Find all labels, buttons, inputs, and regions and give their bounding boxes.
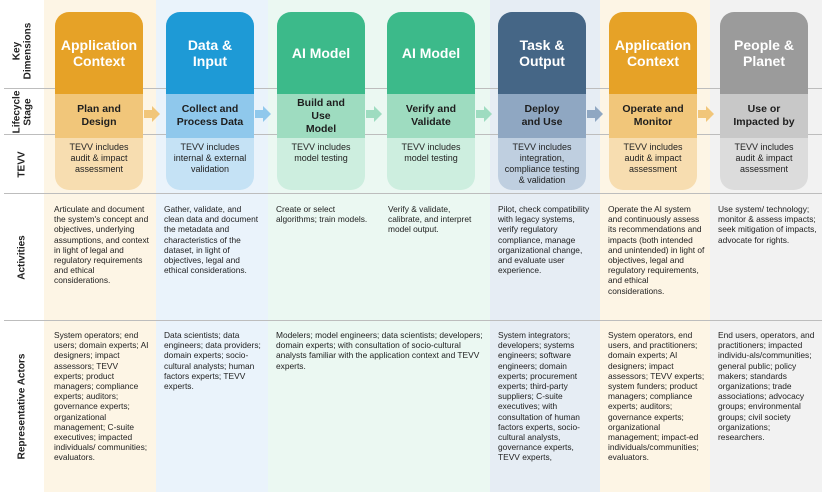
tevv-model-testing: TEVV includes model testing — [277, 138, 365, 190]
actors-operate-monitor: System operators, end users, and practit… — [608, 330, 705, 463]
actors-collect-data: Data scientists; data engineers; data pr… — [164, 330, 261, 392]
row-label-tevv: TEVV — [16, 150, 28, 178]
tevv-integration-compliance: TEVV includes integration, compliance te… — [498, 138, 586, 190]
arrow-right-icon — [144, 106, 160, 122]
arrow-right-icon — [476, 106, 492, 122]
dimension-card-ai-model-build: AI Model — [277, 12, 365, 94]
activities-plan-design: Articulate and document the system's con… — [54, 204, 149, 286]
activities-verify-validate: Verify & validate, calibrate, and interp… — [388, 204, 472, 235]
activities-collect-data: Gather, validate, and clean data and doc… — [164, 204, 259, 276]
stage-use-impacted-by: Use or Impacted by — [720, 94, 808, 138]
actors-use-impacted: End users, operators, and practitioners;… — [718, 330, 815, 443]
actors-deploy-use: System integrators; developers; systems … — [498, 330, 580, 463]
stage-verify-validate: Verify and Validate — [387, 94, 475, 138]
activities-build-model: Create or select algorithms; train model… — [276, 204, 368, 225]
tevv-model-testing-verify: TEVV includes model testing — [387, 138, 475, 190]
tevv-internal-external-validation: TEVV includes internal & external valida… — [166, 138, 254, 190]
row-label-activities: Activities — [16, 234, 28, 280]
activities-deploy-use: Pilot, check compatibility with legacy s… — [498, 204, 590, 276]
arrow-right-icon — [366, 106, 382, 122]
stage-deploy-use: Deploy and Use — [498, 94, 586, 138]
stage-build-use-model: Build and Use Model — [277, 94, 365, 138]
tevv-audit-impact: TEVV includes audit & impact assessment — [55, 138, 143, 190]
dimension-card-application-context-operate: Application Context — [609, 12, 697, 94]
dimension-card-data-input: Data & Input — [166, 12, 254, 94]
dimension-card-people-planet: People & Planet — [720, 12, 808, 94]
arrow-right-icon — [698, 106, 714, 122]
activities-use-impacted: Use system/ technology; monitor & assess… — [718, 204, 817, 245]
stage-operate-monitor: Operate and Monitor — [609, 94, 697, 138]
stage-plan-and-design: Plan and Design — [55, 94, 143, 138]
dimension-card-task-output: Task & Output — [498, 12, 586, 94]
activities-operate-monitor: Operate the AI system and continuously a… — [608, 204, 705, 296]
tevv-audit-impact-operate: TEVV includes audit & impact assessment — [609, 138, 697, 190]
row-label-lifecycle-stage: Lifecycle Stage — [11, 90, 33, 134]
row-divider — [4, 193, 822, 194]
tevv-audit-impact-people: TEVV includes audit & impact assessment — [720, 138, 808, 190]
arrow-right-icon — [255, 106, 271, 122]
row-label-key-dimensions: Key Dimensions — [11, 22, 33, 80]
row-divider — [4, 320, 822, 321]
actors-ai-model-shared: Modelers; model engineers; data scientis… — [276, 330, 483, 371]
dimension-card-ai-model-verify: AI Model — [387, 12, 475, 94]
actors-plan-design: System operators; end users; domain expe… — [54, 330, 149, 463]
arrow-right-icon — [587, 106, 603, 122]
row-label-representative-actors: Representative Actors — [16, 353, 28, 459]
dimension-card-application-context: Application Context — [55, 12, 143, 94]
stage-collect-process-data: Collect and Process Data — [166, 94, 254, 138]
